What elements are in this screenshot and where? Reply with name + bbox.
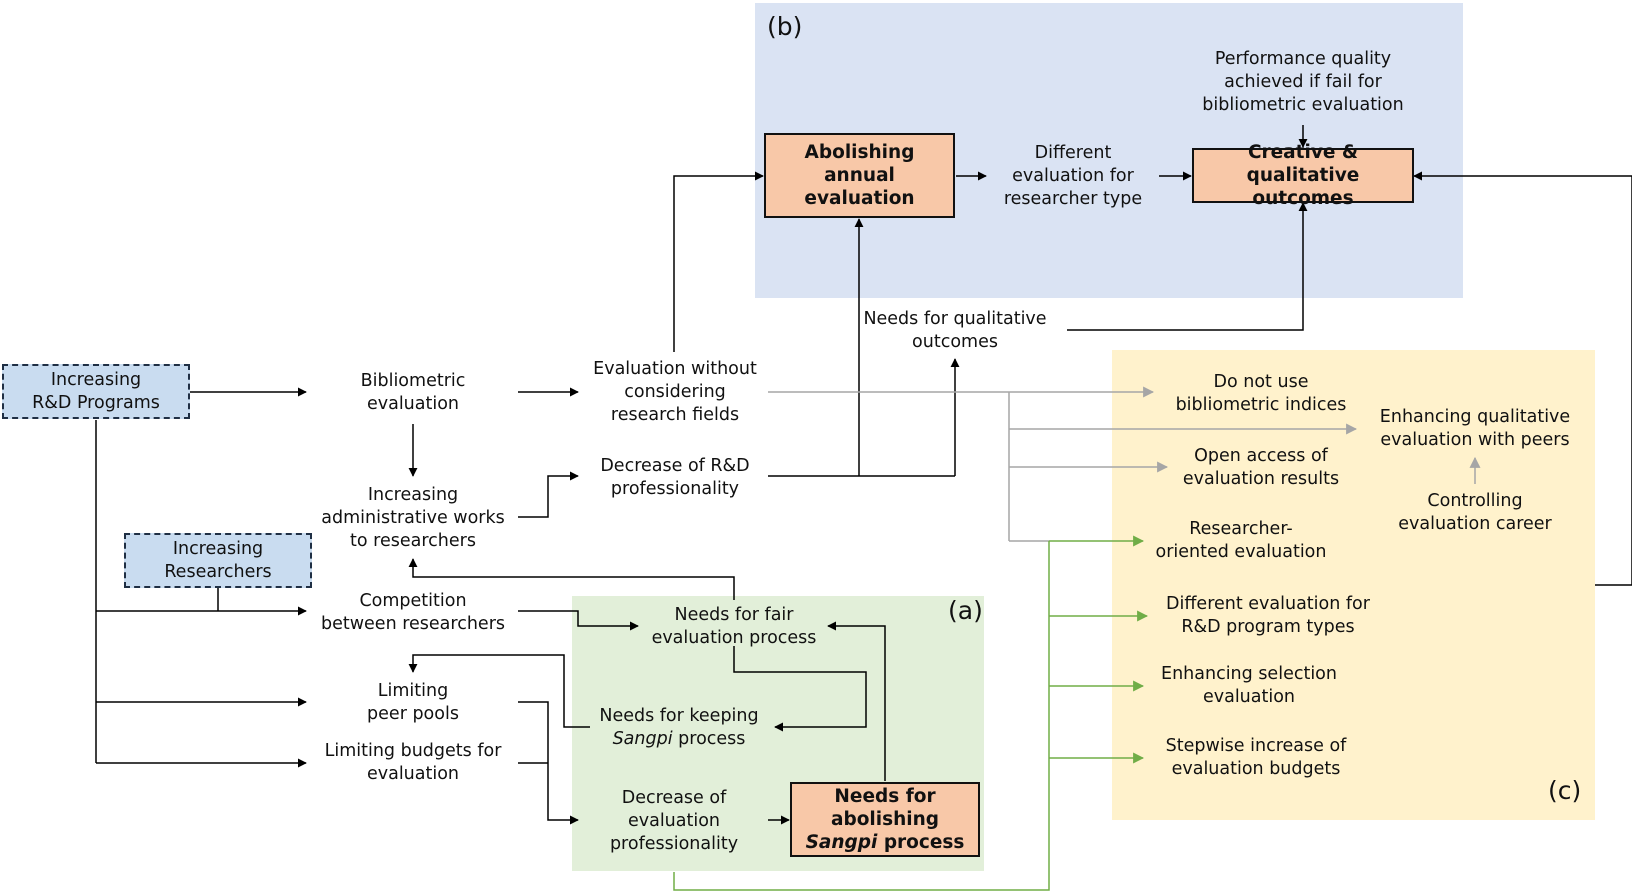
node-competition-researchers: Competition between researchers xyxy=(320,591,506,634)
node-researcher-oriented: Researcher- oriented evaluation xyxy=(1155,519,1327,562)
node-different-eval-program-types: Different evaluation for R&D program typ… xyxy=(1166,594,1370,637)
node-different-eval-researcher-type: Different evaluation for researcher type xyxy=(1003,142,1143,209)
region-a-label: (a) xyxy=(948,596,983,625)
node-creative-outcomes: Creative & qualitative outcomes xyxy=(1192,142,1414,209)
node-decrease-eval-professionality: Decrease of evaluation professionality xyxy=(609,787,739,854)
node-increasing-researchers: Increasing Researchers xyxy=(124,533,312,588)
arrow-peerpools-to-decreaseeval xyxy=(518,701,579,825)
arrow-fair-to-keeping xyxy=(733,646,867,732)
needs-abolishing-line3: Sangpi process xyxy=(806,831,965,854)
node-limiting-budgets: Limiting budgets for evaluation xyxy=(324,741,502,784)
needs-abolishing-sangpi-word: Sangpi xyxy=(805,832,878,853)
node-needs-keeping-sangpi: Needs for keeping Sangpi process xyxy=(584,703,774,753)
node-abolishing-annual: Abolishing annual evaluation xyxy=(764,133,955,218)
arrow-regionc-to-creative xyxy=(1413,171,1632,586)
arrow-fair-to-admin xyxy=(408,558,735,600)
node-needs-qualitative-outcomes: Needs for qualitative outcomes xyxy=(863,309,1047,352)
arrow-admin-to-decreaserd xyxy=(518,471,579,518)
needs-keeping-process-word: process xyxy=(672,729,746,749)
node-open-access-results: Open access of evaluation results xyxy=(1182,446,1340,489)
needs-abolishing-process-word: process xyxy=(877,832,965,853)
region-c-label: (c) xyxy=(1548,776,1582,805)
node-increasing-admin-works: Increasing administrative works to resea… xyxy=(321,484,505,551)
node-enhancing-qualitative-peers: Enhancing qualitative evaluation with pe… xyxy=(1379,407,1571,450)
node-decrease-rd-professionality: Decrease of R&D professionality xyxy=(600,456,750,499)
node-stepwise-budgets: Stepwise increase of evaluation budgets xyxy=(1165,736,1347,779)
needs-abolishing-lines: Needs for abolishing xyxy=(830,786,940,830)
node-needs-fair-process: Needs for fair evaluation process xyxy=(651,605,817,648)
needs-keeping-line2: Sangpi process xyxy=(613,728,746,751)
node-performance-quality: Performance quality achieved if fail for… xyxy=(1202,48,1404,115)
node-limiting-peer-pools: Limiting peer pools xyxy=(367,681,459,724)
node-enhancing-selection: Enhancing selection evaluation xyxy=(1161,664,1337,707)
node-controlling-career: Controlling evaluation career xyxy=(1398,491,1552,534)
line-green-bottom xyxy=(673,541,1050,891)
arrow-evalwithout-to-abolishing xyxy=(673,171,764,352)
needs-keeping-line1: Needs for keeping xyxy=(599,706,759,726)
arrow-competition-to-fair xyxy=(518,610,639,631)
needs-keeping-sangpi-word: Sangpi xyxy=(612,729,673,749)
arrow-qualitative-to-creative xyxy=(1067,202,1308,331)
node-do-not-use-indices: Do not use bibliometric indices xyxy=(1175,372,1347,415)
node-bibliometric-evaluation: Bibliometric evaluation xyxy=(360,371,466,414)
arrow-keeping-to-peerpools xyxy=(408,654,590,728)
region-b-label: (b) xyxy=(767,12,803,41)
node-evaluation-without-fields: Evaluation without considering research … xyxy=(593,358,757,425)
node-increasing-rd-programs: Increasing R&D Programs xyxy=(2,364,190,419)
arrow-abolishing-to-fair xyxy=(827,621,886,781)
node-needs-abolishing-sangpi: Needs for abolishing Sangpi process xyxy=(790,782,980,857)
